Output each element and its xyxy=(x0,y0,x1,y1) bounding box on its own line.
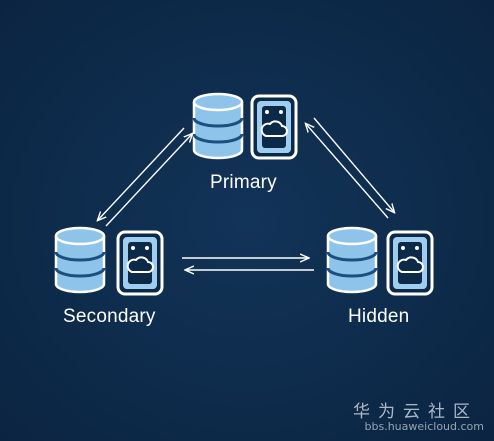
secondary-node xyxy=(54,226,164,296)
hidden-node xyxy=(326,226,434,296)
hidden-database-icon xyxy=(326,226,378,294)
watermark-brand: 华为云社区 xyxy=(353,402,478,422)
watermark-url: bbs.huaweicloud.com xyxy=(364,420,484,433)
hidden-label: Hidden xyxy=(348,306,410,327)
secondary-cloud-device-icon xyxy=(116,230,164,296)
primary-secondary-arrows xyxy=(98,127,192,227)
primary-hidden-arrows xyxy=(306,117,394,219)
primary-database-icon xyxy=(192,92,244,160)
hidden-cloud-device-icon xyxy=(386,230,434,296)
secondary-database-icon xyxy=(54,226,106,294)
primary-cloud-device-icon xyxy=(250,94,298,160)
primary-label: Primary xyxy=(210,172,277,193)
primary-node xyxy=(192,92,298,160)
secondary-hidden-arrows xyxy=(182,258,314,270)
secondary-label: Secondary xyxy=(63,306,156,327)
